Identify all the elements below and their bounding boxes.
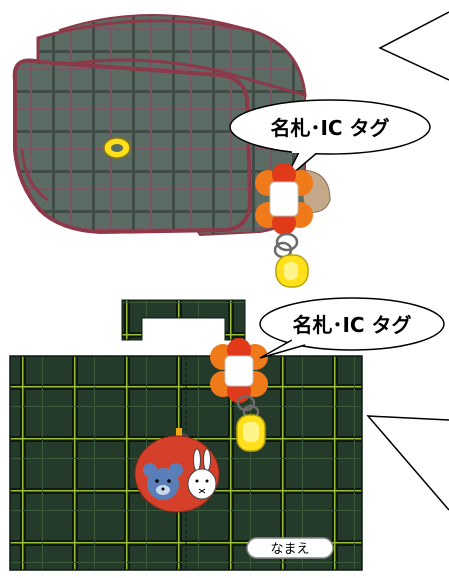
flower-name-tag-bottom <box>210 338 268 403</box>
callout-bubble-top: 名札･IC タグ <box>229 99 431 181</box>
pointer-arrow-bottom <box>366 415 449 511</box>
tag-label-top: 名札･IC タグ <box>270 116 389 140</box>
rabbit-icon <box>187 448 217 500</box>
pointer-arrow-top <box>378 11 449 81</box>
apple-patch <box>134 428 220 513</box>
name-plate: なまえ <box>246 537 334 559</box>
name-plate-label: なまえ <box>270 542 309 557</box>
randoseru-bag <box>12 14 331 237</box>
ic-tag-top <box>273 232 309 288</box>
tag-label-bottom: 名札･IC タグ <box>292 313 411 337</box>
callout-bubble-bottom: 名札･IC タグ <box>259 297 445 359</box>
flower-name-tag-top <box>255 163 313 235</box>
bear-icon <box>143 463 183 500</box>
ic-tag-bottom <box>236 394 266 452</box>
